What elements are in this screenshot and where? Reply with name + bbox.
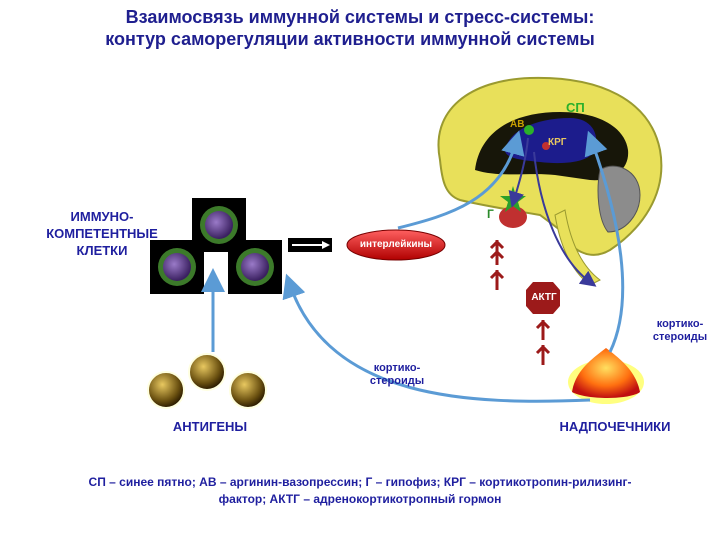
antigen-2	[188, 353, 226, 391]
adrenals-label: НАДПОЧЕЧНИКИ	[559, 419, 671, 434]
interleukins-to-brain-arrow	[397, 130, 525, 230]
legend-line-1: СП – синее пятно; АВ – аргинин-вазопресс…	[88, 475, 632, 489]
title-line-1: Взаимосвязь иммунной системы и стресс-си…	[125, 7, 595, 27]
immune-cell-sphere-top	[200, 206, 238, 244]
cortico-right-line-1: кортико-	[656, 318, 704, 330]
cortico-left-line-1: кортико-	[373, 362, 421, 374]
cortico-label-left: кортико- стероиды	[352, 362, 442, 388]
brain-to-adrenal-dark-arrow	[533, 151, 597, 287]
legend-footer: СП – синее пятно; АВ – аргинин-вазопресс…	[0, 474, 720, 508]
hormone-chain	[489, 239, 551, 365]
cells-to-interleukins-arrow	[288, 238, 332, 252]
antigen-3	[229, 371, 267, 409]
antigens-label: АНТИГЕНЫ	[172, 419, 248, 434]
brain-to-pituitary-dark-arrow	[508, 137, 529, 208]
immune-cell-sphere-right	[236, 248, 274, 286]
immuno-label: ИММУНО- КОМПЕТЕНТНЫЕ КЛЕТКИ	[40, 208, 164, 259]
immuno-label-line-3: КЛЕТКИ	[76, 243, 128, 258]
interleukins-ellipse	[346, 229, 446, 261]
immuno-label-line-1: ИММУНО-	[70, 209, 134, 224]
immune-cell-sphere-left	[158, 248, 196, 286]
immuno-label-line-2: КОМПЕТЕНТНЫЕ	[46, 226, 158, 241]
adrenal-gland	[568, 348, 644, 404]
corticosteroids-to-brain-arrow	[584, 130, 625, 353]
interleukins-label: интерлейкины	[359, 239, 433, 250]
sp-label: СП	[566, 100, 585, 115]
aktg-label: АКТГ	[531, 292, 557, 303]
cortico-right-line-2: стероиды	[652, 331, 708, 343]
corticosteroids-to-cells-arrow	[282, 273, 591, 403]
legend-line-2: фактор; АКТГ – адренокортикотропный горм…	[218, 492, 502, 506]
aktg-marker	[526, 282, 560, 314]
g-label: Г	[487, 207, 494, 221]
cortico-left-line-2: стероиды	[369, 375, 425, 387]
antigen-1	[147, 371, 185, 409]
pituitary-gland	[499, 206, 527, 228]
brain-illustration	[437, 76, 663, 286]
krg-dot	[542, 142, 550, 150]
av-label: АВ	[510, 119, 525, 130]
krg-label: КРГ	[548, 137, 567, 148]
title-line-2: контур саморегуляции активности иммунной…	[105, 29, 595, 49]
av-dot	[524, 125, 534, 135]
cortico-label-right: кортико- стероиды	[640, 318, 720, 344]
